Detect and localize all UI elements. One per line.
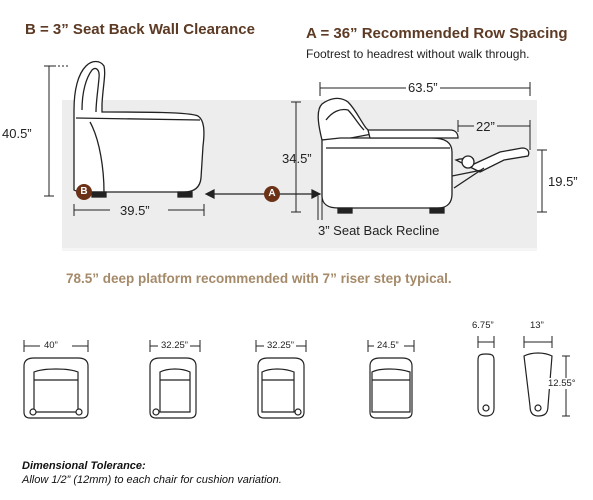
total-length-label: 63.5” [406,80,440,95]
front-view-chair-2 [149,357,197,419]
recline-label: 3” Seat Back Recline [318,223,440,238]
upright-chair-side-view [73,60,205,198]
height-label: 40.5” [2,126,32,141]
spacing-title: A = 36” Recommended Row Spacing [306,25,568,42]
spacing-subtitle: Footrest to headrest without walk throug… [306,47,530,61]
clearance-title: B = 3” Seat Back Wall Clearance [25,21,255,38]
reclined-chair-side-view [317,97,530,214]
tolerance-body: Allow 1/2” (12mm) to each chair for cush… [22,474,282,486]
front-view-chair-3 [257,357,305,419]
front-width-label-3: 32.25” [267,340,294,351]
arm-view-wide [523,352,553,417]
arm-height-label: 12.55° [548,378,576,389]
front-view-chair-4 [369,357,413,419]
footrest-length-label: 22” [474,119,497,134]
arm-view-narrow [477,353,495,417]
arm-width-label-2: 13” [530,320,544,331]
platform-note: 78.5” deep platform recommended with 7” … [66,271,452,286]
marker-a: A [264,186,280,202]
marker-b: B [76,184,92,200]
front-width-label-4: 24.5” [377,340,399,351]
footrest-height-label: 19.5” [548,174,578,189]
front-view-chair-1 [23,357,89,419]
back-height-label: 34.5” [282,151,312,166]
front-width-label-2: 32.25” [161,340,188,351]
arm-width-label-1: 6.75” [472,320,494,331]
front-width-label-1: 40” [44,340,58,351]
tolerance-title: Dimensional Tolerance: [22,460,146,472]
depth-label: 39.5” [120,203,150,218]
